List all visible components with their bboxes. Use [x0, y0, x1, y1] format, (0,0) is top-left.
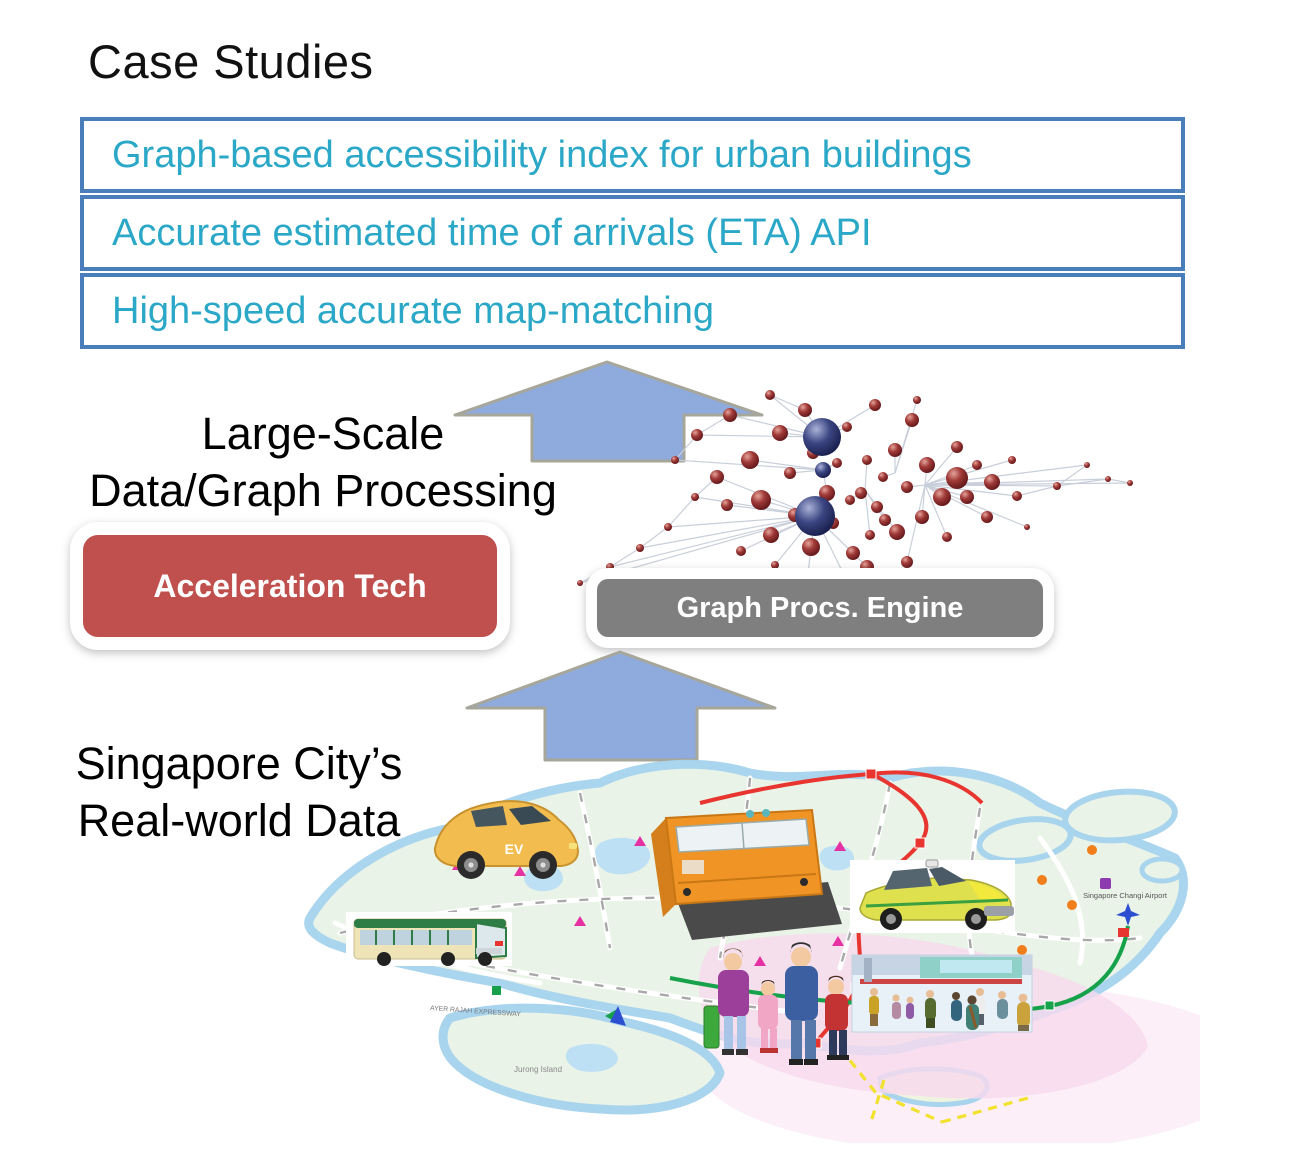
case-studies-list: Graph-based accessibility index for urba… [80, 117, 1185, 351]
airport-station-marker [1118, 928, 1129, 937]
case-study-item: Accurate estimated time of arrivals (ETA… [80, 195, 1185, 271]
case-study-item-label: Graph-based accessibility index for urba… [112, 134, 972, 176]
crowd-scene-illustration [851, 954, 1033, 1033]
network-nodes [577, 390, 1133, 591]
case-study-item: Graph-based accessibility index for urba… [80, 117, 1185, 193]
ev-car-illustration: EV [433, 800, 580, 879]
network-edges [579, 394, 1131, 588]
case-study-item-label: Accurate estimated time of arrivals (ETA… [112, 212, 872, 254]
processing-layer-label: Large-Scale Data/Graph Processing [58, 405, 588, 519]
processing-layer-line1: Large-Scale [201, 408, 445, 459]
map-jurong-island [438, 1003, 725, 1115]
page-title: Case Studies [88, 35, 374, 88]
singapore-map-illustration: Jurong Island Singapore Changi Airport A… [304, 759, 1200, 1143]
airport-plane-icon [1116, 903, 1140, 926]
graph-procs-engine-button: Graph Procs. Engine [586, 568, 1054, 648]
map-yellow-dashed-lines [838, 1047, 1029, 1126]
acceleration-tech-label: Acceleration Tech [153, 567, 427, 604]
family-illustration [703, 942, 849, 1065]
changi-airport-label: Singapore Changi Airport [1083, 891, 1168, 900]
taxi-illustration [850, 859, 1015, 933]
crowd-people [869, 988, 1030, 1031]
ev-car-label: EV [505, 841, 524, 857]
acceleration-tech-button: Acceleration Tech [70, 522, 510, 650]
data-layer-label: Singapore City’s Real-world Data [48, 735, 430, 849]
bus-illustration [346, 912, 512, 966]
up-arrow-bottom-icon [465, 650, 777, 762]
data-layer-line2: Real-world Data [77, 795, 401, 846]
case-study-item-label: High-speed accurate map-matching [112, 290, 714, 332]
case-study-item: High-speed accurate map-matching [80, 273, 1185, 349]
data-layer-line1: Singapore City’s [75, 738, 403, 789]
network-graph-illustration [577, 390, 1133, 591]
graph-procs-engine-label: Graph Procs. Engine [676, 591, 964, 624]
train-illustration [651, 808, 842, 940]
processing-layer-line2: Data/Graph Processing [89, 465, 557, 516]
up-arrow-top-icon [453, 360, 764, 463]
jurong-island-label: Jurong Island [514, 1065, 562, 1074]
